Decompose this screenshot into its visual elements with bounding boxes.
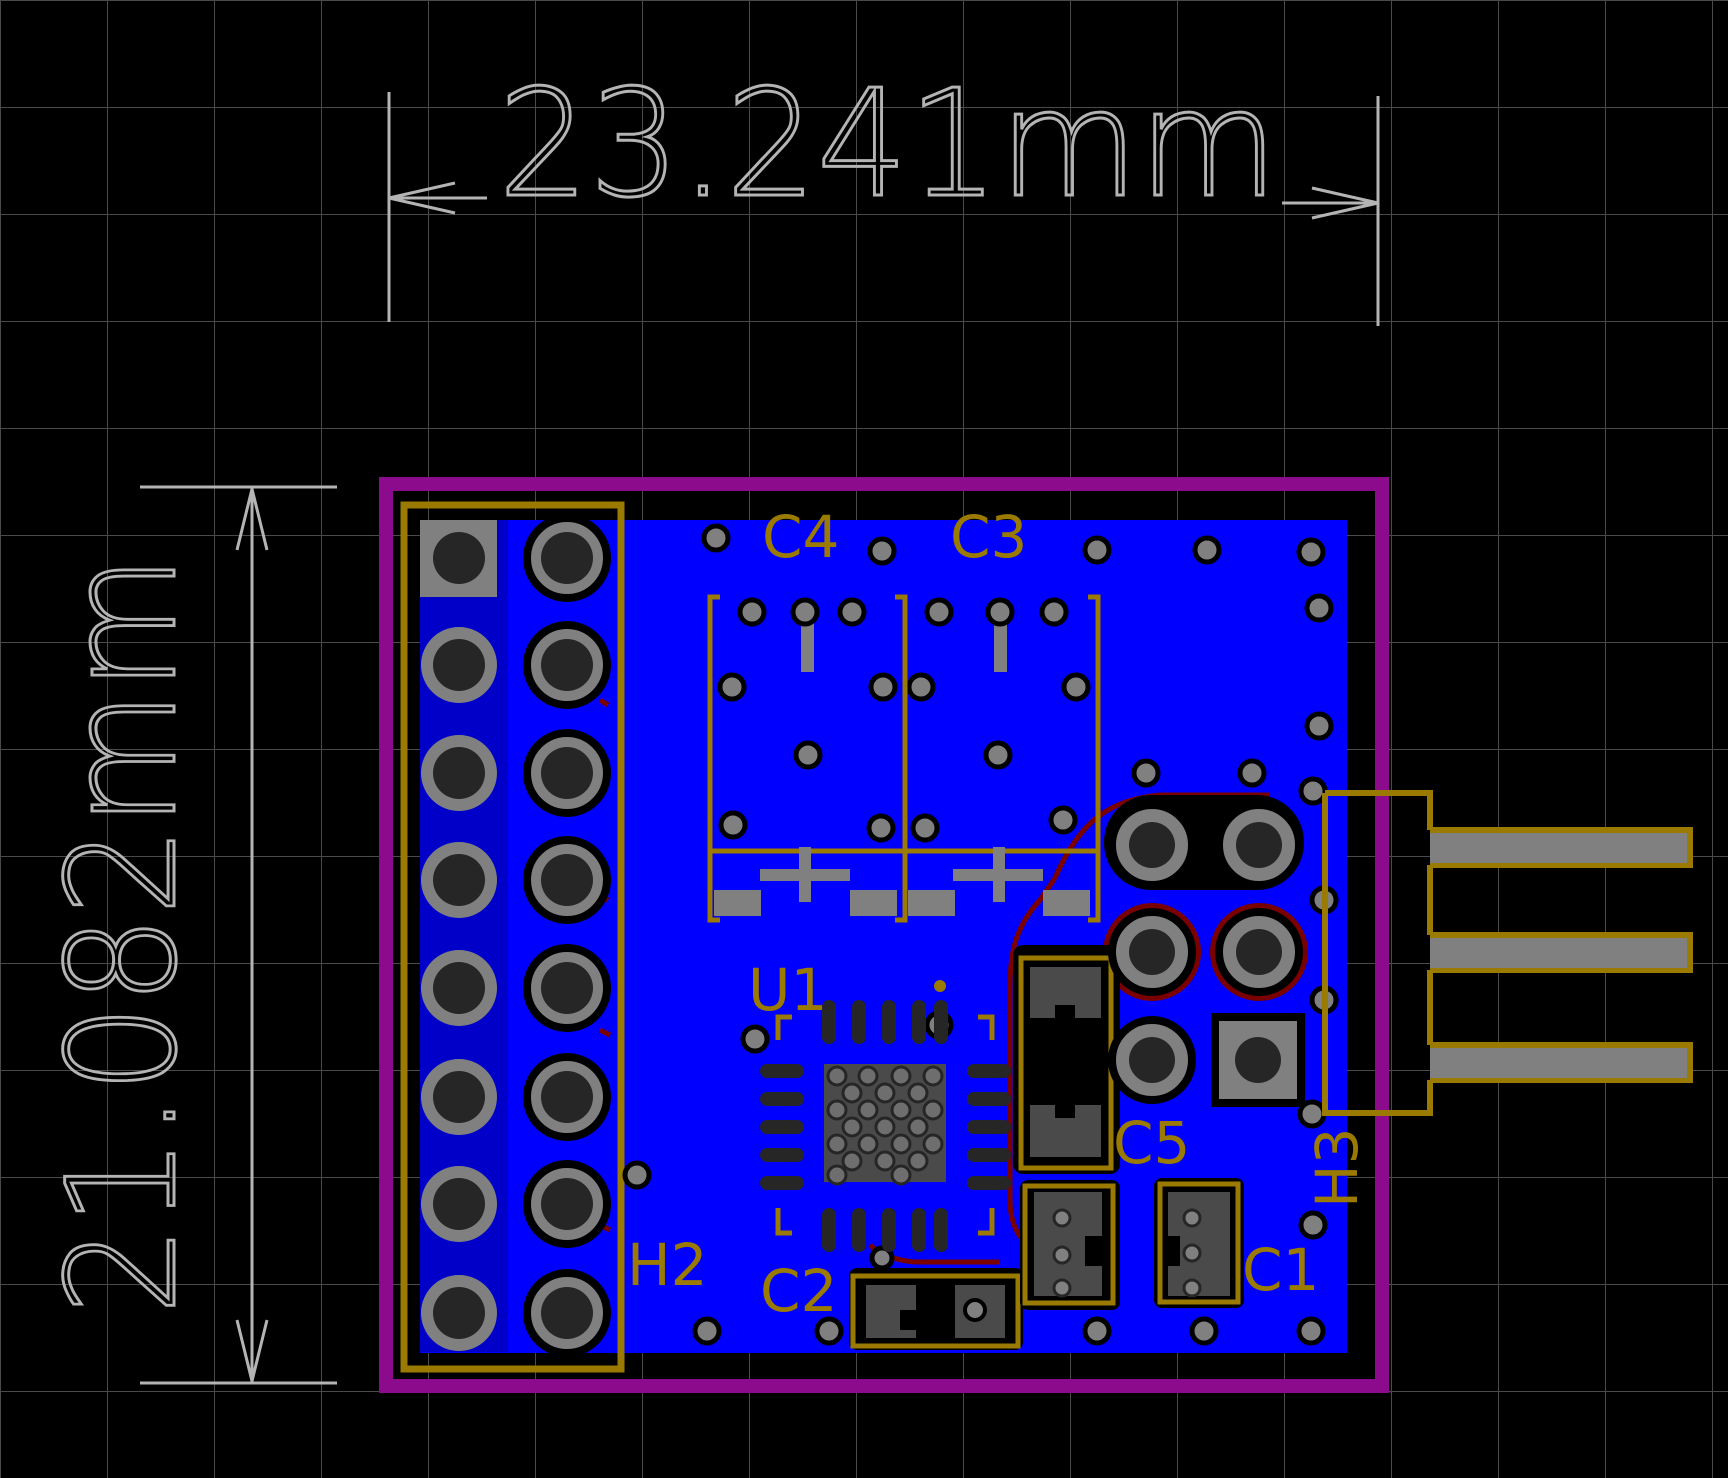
width-dimension-label: 23.241mm [498,58,1278,230]
ref-h2[interactable]: H2 [627,1231,708,1299]
ref-c3[interactable]: C3 [950,503,1027,571]
board-outline[interactable] [379,477,1389,1393]
u1-ic[interactable] [760,980,1011,1252]
h2-silkscreen-outline [400,501,625,1373]
ref-c4[interactable]: C4 [762,503,839,571]
h3-pin[interactable] [1430,833,1687,863]
ref-c5[interactable]: C5 [1113,1109,1190,1177]
c3-capacitor[interactable] [905,594,1101,923]
h2-header[interactable] [400,501,625,1373]
c5-capacitor[interactable] [1013,945,1120,1174]
h3-header[interactable] [1322,790,1693,1116]
c1-capacitor[interactable] [1154,1178,1244,1308]
regulator-footprint[interactable] [1020,1180,1120,1310]
h3-silkscreen [1322,790,1693,1116]
h3-pad-square[interactable] [1211,1013,1305,1107]
ref-h3[interactable]: H3 [1303,1127,1371,1208]
ref-u1[interactable]: U1 [748,956,827,1024]
height-dimension[interactable] [140,485,337,1385]
width-dimension[interactable] [387,92,1380,326]
c1-silkscreen [1157,1181,1241,1305]
ref-c1[interactable]: C1 [1242,1236,1319,1304]
regulator-silkscreen [1022,1183,1116,1306]
u1-silkscreen [775,1014,995,1236]
h3-pad-cluster[interactable] [1104,795,1305,1107]
c2-capacitor[interactable] [849,1268,1023,1350]
h3-pin[interactable] [1430,1048,1687,1078]
c4-capacitor[interactable] [707,594,908,923]
h3-pin[interactable] [1430,938,1687,968]
c2-silkscreen [850,1273,1021,1349]
height-dimension-label: 21.082mm [36,555,210,1315]
ref-c2[interactable]: C2 [760,1257,837,1325]
